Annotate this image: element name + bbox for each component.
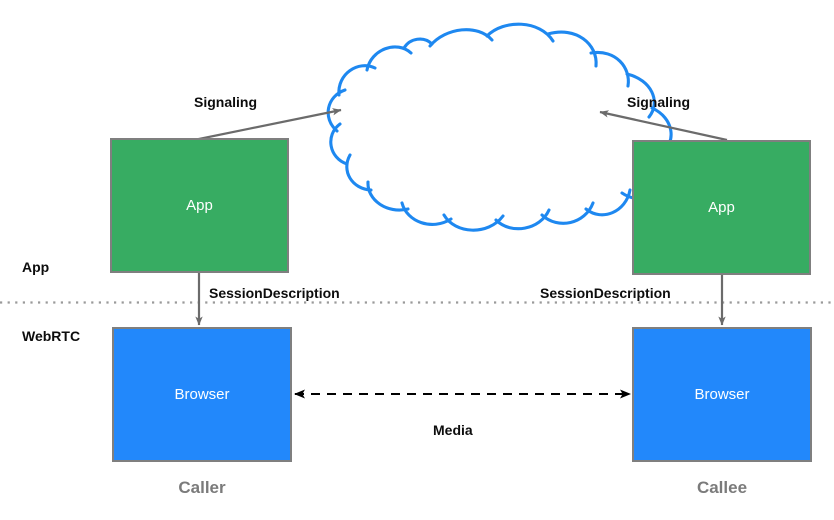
role-label-callee: Callee <box>696 478 748 497</box>
callee-browser-label: Browser <box>694 386 750 403</box>
signaling-label-callee: Signaling <box>627 94 690 110</box>
signaling-label-caller: Signaling <box>194 94 257 110</box>
signaling-arrow-callee <box>599 110 728 142</box>
caller-app-label: App <box>186 197 213 214</box>
callee-app-label: App <box>708 199 735 216</box>
session-label-callee: SessionDescription <box>540 285 671 301</box>
caller-browser-box[interactable]: Browser <box>112 327 292 462</box>
signaling-cloud <box>326 22 679 232</box>
callee-app-box[interactable]: App <box>632 140 811 275</box>
role-label-caller: Caller <box>178 478 226 497</box>
signaling-arrow-caller <box>193 108 342 142</box>
callee-browser-box[interactable]: Browser <box>632 327 812 462</box>
session-label-caller: SessionDescription <box>209 285 340 301</box>
caller-browser-label: Browser <box>174 386 230 403</box>
media-label: Media <box>433 422 473 438</box>
layer-label-app: App <box>22 259 50 275</box>
layer-label-webrtc: WebRTC <box>22 328 81 344</box>
caller-app-box[interactable]: App <box>110 138 289 273</box>
